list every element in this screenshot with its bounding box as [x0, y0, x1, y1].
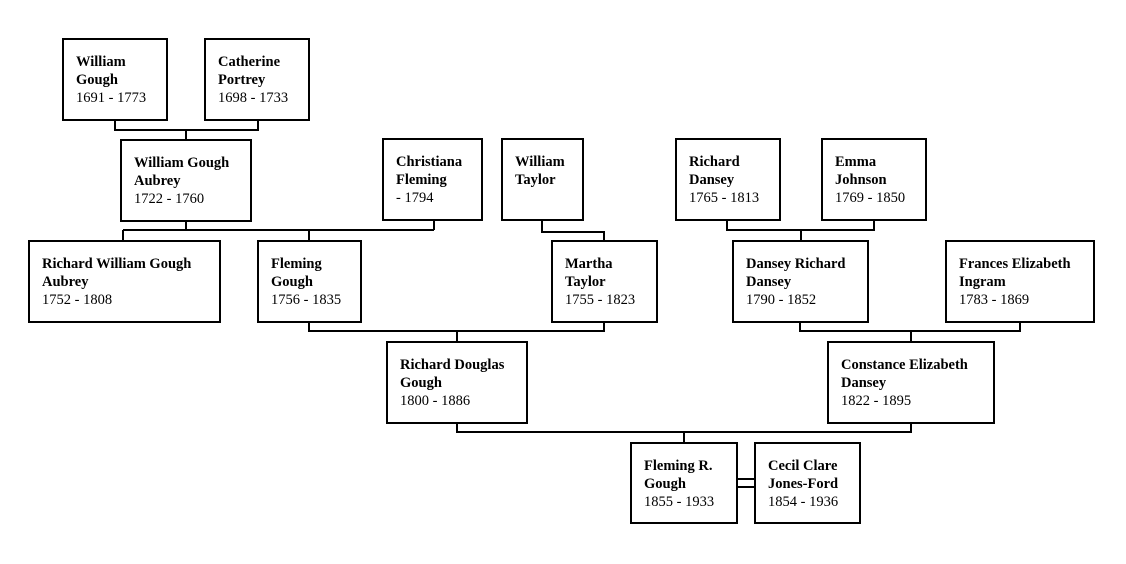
person-dates: 1756 - 1835 [271, 292, 342, 308]
person-name: Frances Elizabeth [959, 256, 1071, 272]
person-name: Dansey [746, 274, 792, 290]
connector-dansey-johnson [726, 221, 875, 231]
person-cecil-clare-jones-ford: Cecil Clare Jones-Ford 1854 - 1936 [754, 442, 861, 524]
connector-dansey-ingram [799, 322, 1021, 332]
person-dates: 1698 - 1733 [218, 90, 289, 106]
person-dates: 1800 - 1886 [400, 393, 471, 409]
person-catherine-portrey: Catherine Portrey 1698 - 1733 [204, 38, 310, 121]
person-christiana-fleming: Christiana Fleming - 1794 [382, 138, 483, 221]
person-william-gough-aubrey: William Gough Aubrey 1722 - 1760 [120, 139, 252, 222]
person-constance-elizabeth-dansey: Constance Elizabeth Dansey 1822 - 1895 [827, 341, 995, 424]
person-name: Dansey Richard [746, 256, 846, 272]
person-richard-douglas-gough: Richard Douglas Gough 1800 - 1886 [386, 341, 528, 424]
person-name: Jones-Ford [768, 476, 839, 492]
person-name: Gough [271, 274, 313, 290]
connector-fleming-martha [308, 322, 605, 332]
person-name: Taylor [565, 274, 606, 290]
person-name: Constance Elizabeth [841, 357, 968, 373]
person-name: William [76, 54, 126, 70]
person-dates: 1855 - 1933 [644, 494, 715, 510]
person-name: Catherine [218, 54, 281, 70]
person-name: Martha [565, 256, 613, 272]
person-dates: 1783 - 1869 [959, 292, 1030, 308]
connector-gough-dansey [456, 423, 912, 433]
connector-taylor-child [541, 221, 605, 240]
person-name: Aubrey [42, 274, 89, 290]
person-martha-taylor: Martha Taylor 1755 - 1823 [551, 240, 658, 323]
person-dates: 1790 - 1852 [746, 292, 817, 308]
person-emma-johnson: Emma Johnson 1769 - 1850 [821, 138, 927, 221]
person-name: Gough [76, 72, 118, 88]
person-name: Christiana [396, 154, 463, 170]
person-name: Cecil Clare [768, 458, 838, 474]
person-dates: - 1794 [396, 190, 434, 206]
person-name: Johnson [835, 172, 887, 188]
person-william-taylor: William Taylor [501, 138, 584, 221]
person-name: William [515, 154, 565, 170]
person-dates: 1752 - 1808 [42, 292, 113, 308]
person-name: Portrey [218, 72, 266, 88]
person-name: Aubrey [134, 173, 181, 189]
person-dansey-richard-dansey: Dansey Richard Dansey 1790 - 1852 [732, 240, 869, 323]
person-name: Gough [644, 476, 686, 492]
person-name: Fleming [271, 256, 322, 272]
person-dates: 1769 - 1850 [835, 190, 906, 206]
person-name: Fleming [396, 172, 447, 188]
connector-gough-portrey [114, 121, 259, 131]
person-dates: 1691 - 1773 [76, 90, 147, 106]
person-name: William Gough [134, 155, 230, 171]
person-name: Richard Douglas [400, 357, 505, 373]
person-dates: 1854 - 1936 [768, 494, 839, 510]
person-dates: 1822 - 1895 [841, 393, 912, 409]
person-william-gough: William Gough 1691 - 1773 [62, 38, 168, 121]
person-dates: 1765 - 1813 [689, 190, 760, 206]
person-name: Taylor [515, 172, 556, 188]
person-dates: 1722 - 1760 [134, 191, 205, 207]
person-dates: 1755 - 1823 [565, 292, 636, 308]
person-name: Ingram [959, 274, 1006, 290]
person-name: Emma [835, 154, 877, 170]
person-richard-william-gough-aubrey: Richard William Gough Aubrey 1752 - 1808 [28, 240, 221, 323]
person-name: Fleming R. [644, 458, 713, 474]
person-frances-elizabeth-ingram: Frances Elizabeth Ingram 1783 - 1869 [945, 240, 1095, 323]
person-richard-dansey: Richard Dansey 1765 - 1813 [675, 138, 781, 221]
person-name: Gough [400, 375, 442, 391]
person-name: Dansey [841, 375, 887, 391]
person-name: Richard William Gough [42, 256, 192, 272]
person-fleming-r-gough: Fleming R. Gough 1855 - 1933 [630, 442, 738, 524]
person-name: Dansey [689, 172, 735, 188]
person-fleming-gough: Fleming Gough 1756 - 1835 [257, 240, 362, 323]
person-name: Richard [689, 154, 740, 170]
